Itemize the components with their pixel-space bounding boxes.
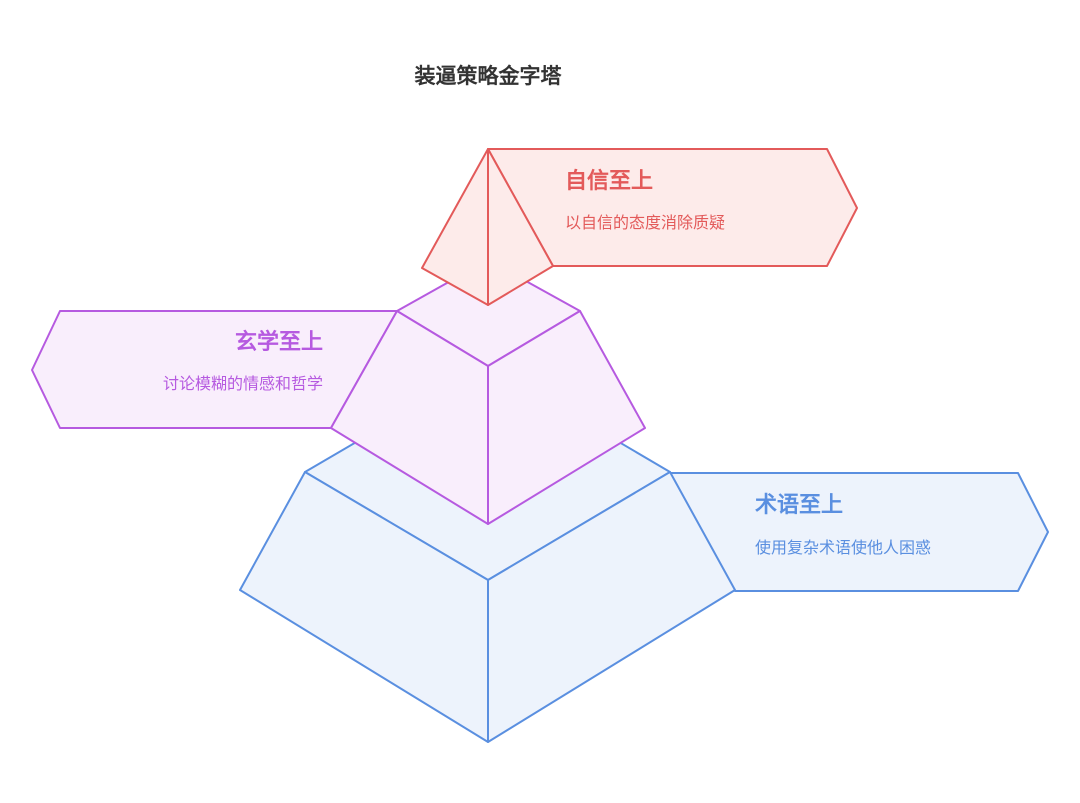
tier-top-pyramid-right-face [487,148,554,306]
tier-middle-label-box [31,310,398,429]
tier-middle-pyramid-right-face [487,310,646,525]
tier-top-title: 自信至上 [565,168,653,194]
tier-bottom-pyramid-right-face [487,471,736,743]
tier-middle-description: 讨论模糊的情感和哲学 [163,374,323,393]
diagram-title: 装逼策略金字塔 [415,64,563,88]
tier-top: 自信至上 以自信的态度消除质疑 [421,148,858,306]
tier-top-pyramid-left-face [421,148,489,306]
tier-middle: 玄学至上 讨论模糊的情感和哲学 [31,259,646,525]
tier-top-description: 以自信的态度消除质疑 [565,213,725,232]
tier-bottom-title: 术语至上 [755,493,843,518]
tier-middle-title: 玄学至上 [235,329,323,355]
tier-bottom-description: 使用复杂术语使他人困惑 [755,538,931,557]
